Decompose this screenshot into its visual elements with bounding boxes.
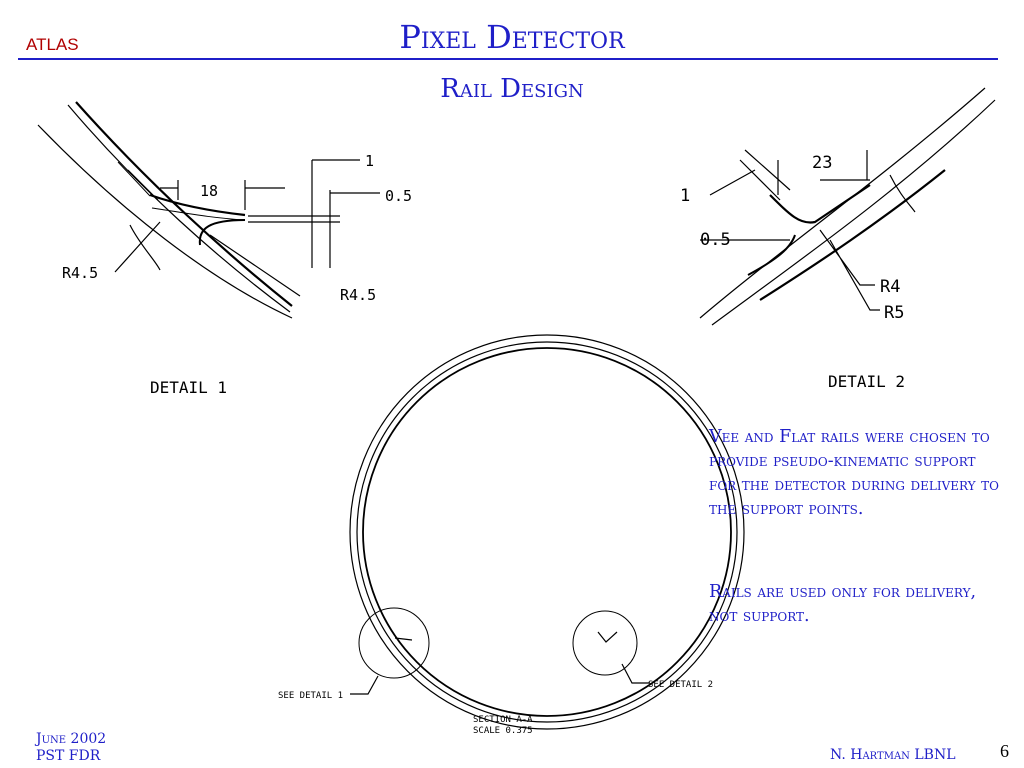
page-number: 6 xyxy=(1000,741,1009,761)
note-vee-flat-rails: Vee and Flat rails were chosen to provid… xyxy=(709,427,999,519)
detail1-dim-0-5: 0.5 xyxy=(385,187,412,205)
slide-subtitle: Rail Design xyxy=(440,74,584,104)
see-detail-2-label: SEE DETAIL 2 xyxy=(648,680,713,690)
detail1-vee-rail xyxy=(149,193,246,217)
detail2-dim-r4: R4 xyxy=(880,277,900,297)
detail1-shell-outer xyxy=(37,124,293,319)
atlas-logo: ATLAS xyxy=(26,35,79,54)
detail1-dim-r4-5-right: R4.5 xyxy=(340,286,376,304)
footer-date-line1: June 2002 xyxy=(36,731,107,747)
section-ring-inner xyxy=(362,347,732,717)
footer-date: June 2002 PST FDR xyxy=(36,731,106,765)
scale-label: SCALE 0.375 xyxy=(473,726,533,736)
detail2-dim-r5: R5 xyxy=(884,303,904,323)
detail1-dim-1: 1 xyxy=(365,152,374,170)
title-rule xyxy=(18,58,998,60)
detail1-shell-inner xyxy=(67,104,291,313)
detail1-dim-r4-5-left: R4.5 xyxy=(62,264,98,282)
section-label: SECTION A-A xyxy=(473,715,533,725)
detail2-callout-circle xyxy=(572,610,638,676)
footer-author: N. Hartman LBNL xyxy=(830,747,956,763)
footer-date-line2: PST FDR xyxy=(36,748,101,764)
detail1-caption: DETAIL 1 xyxy=(150,378,227,397)
slide-title: Pixel Detector xyxy=(399,18,625,56)
detail1-dim-18: 18 xyxy=(200,182,218,200)
detail1-callout-circle xyxy=(358,607,430,679)
detail2-dim-0-5: 0.5 xyxy=(700,230,731,250)
detail2-flat-rail xyxy=(769,184,871,224)
detail2-dim-23: 23 xyxy=(812,153,832,173)
detail2-caption: DETAIL 2 xyxy=(828,372,905,391)
see-detail-1-label: SEE DETAIL 1 xyxy=(278,691,343,701)
note-rails-delivery: Rails are used only for delivery, not su… xyxy=(709,582,977,626)
section-ring-outer xyxy=(349,334,745,730)
detail2-shell-outer xyxy=(699,87,986,319)
detail2-dim-1: 1 xyxy=(680,186,690,206)
